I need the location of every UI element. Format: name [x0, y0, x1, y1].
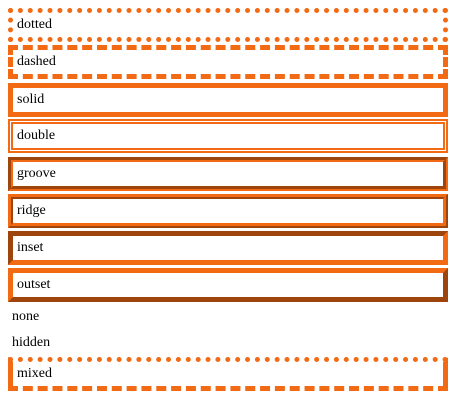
box-label: none	[12, 309, 40, 324]
solid-border-box: solid	[8, 83, 448, 117]
box-label: mixed	[17, 366, 52, 381]
box-label: dashed	[17, 54, 56, 69]
box-label: double	[17, 128, 56, 143]
dotted-border-box: dotted	[8, 8, 448, 42]
box-label: solid	[17, 92, 45, 107]
none-border-box: none	[8, 309, 438, 325]
inset-border-box: inset	[8, 231, 448, 265]
groove-border-box: groove	[8, 157, 448, 191]
dashed-border-box: dashed	[8, 45, 448, 79]
box-label: outset	[17, 277, 51, 292]
outset-border-box: outset	[8, 268, 448, 302]
ridge-border-box: ridge	[8, 194, 448, 228]
box-label: hidden	[12, 335, 51, 350]
box-label: inset	[17, 240, 44, 255]
double-border-box: double	[8, 119, 448, 153]
box-label: ridge	[17, 203, 46, 218]
box-label: groove	[17, 166, 56, 181]
mixed-border-box: mixed	[8, 357, 448, 391]
box-label: dotted	[17, 17, 52, 32]
hidden-border-box: hidden	[8, 335, 438, 351]
